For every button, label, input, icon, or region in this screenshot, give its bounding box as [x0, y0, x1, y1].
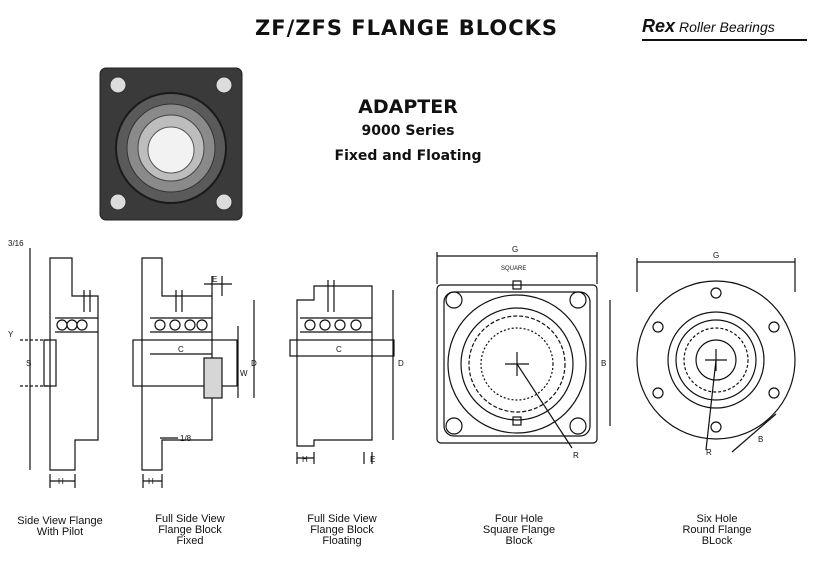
dim-b-1: B: [601, 359, 606, 368]
caption-side-view-pilot: Side View Flange With Pilot: [17, 515, 103, 538]
product-name: ADAPTER: [358, 96, 458, 118]
dim-e-2: E: [370, 455, 375, 464]
dim-c-2: C: [336, 345, 342, 354]
dim-g-2: G: [713, 251, 719, 260]
page-title: ZF/ZFS FLANGE BLOCKS: [255, 16, 558, 40]
drawing-full-side-floating: [289, 280, 395, 464]
dim-c-1: C: [178, 345, 184, 354]
drawing-side-view-pilot: [20, 248, 99, 488]
dim-r-1: R: [573, 451, 579, 460]
dim-3-16: 3/16: [8, 239, 24, 248]
caption-full-side-fixed: Full Side View Flange Block Fixed: [155, 513, 225, 547]
dim-g-1: G: [512, 245, 518, 254]
dim-y: Y: [8, 330, 14, 339]
dim-w: W: [240, 369, 248, 378]
drawing-full-side-fixed: [132, 257, 255, 488]
brand-roller-bearings: Roller Bearings: [679, 19, 775, 35]
caption-six-hole: Six Hole Round Flange BLock: [682, 513, 752, 547]
dim-h-3: H: [302, 455, 308, 464]
dim-e-1: E: [212, 275, 217, 284]
product-series: 9000 Series: [361, 123, 455, 139]
dim-h-1: H: [58, 477, 64, 486]
caption-four-hole: Four Hole Square Flange Block: [482, 513, 556, 547]
brand-rex: Rex: [642, 16, 676, 36]
dim-d-1: D: [251, 359, 257, 368]
drawing-six-hole-round: [636, 258, 796, 453]
product-photo: [99, 67, 243, 221]
dim-r-2: R: [706, 448, 712, 457]
product-type: Fixed and Floating: [334, 148, 482, 164]
dim-d-2: D: [398, 359, 404, 368]
dim-s: S: [26, 359, 31, 368]
dim-b-2: B: [758, 435, 763, 444]
dim-h-2: H: [148, 477, 154, 486]
dim-square: SQUARE: [501, 266, 526, 272]
caption-full-side-floating: Full Side View Flange Block Floating: [307, 513, 377, 547]
drawing-four-hole-square: [436, 252, 611, 449]
dim-1-8: 1/8: [180, 434, 192, 443]
